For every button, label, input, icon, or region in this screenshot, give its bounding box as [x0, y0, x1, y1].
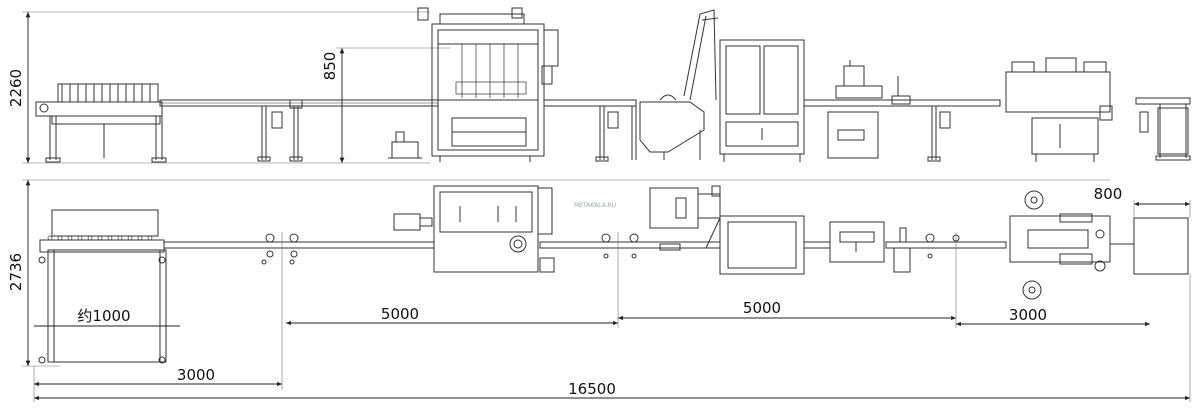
conveyor-rails-plan	[163, 233, 1007, 265]
collecting-table-plan	[1110, 217, 1189, 275]
cabinet-plan	[719, 215, 805, 275]
dim-height-side: 2260	[7, 69, 25, 107]
conveyor-1	[159, 99, 439, 162]
side-elevation	[22, 7, 1191, 164]
bottle-feeding-table	[35, 83, 167, 163]
filling-machine	[417, 7, 559, 162]
conveyor-3	[803, 60, 1001, 162]
dimension-lines	[33, 200, 1191, 402]
feeding-table-plan	[38, 209, 167, 364]
dim-table-width: 约1000	[77, 307, 130, 325]
filling-machine-plan	[393, 185, 555, 273]
dim-total-length: 16500	[568, 380, 616, 398]
labeling-machine	[1005, 57, 1113, 162]
height-dimension	[22, 11, 430, 164]
conveyor-2	[543, 99, 637, 162]
plan-view	[22, 179, 1191, 402]
dim-seg-table: 3000	[177, 366, 215, 384]
tower-capper-plan	[829, 221, 911, 273]
dim-seg-conveyor-2: 5000	[743, 299, 781, 317]
cap-elevator	[639, 9, 719, 160]
capping-cabinet	[719, 39, 805, 162]
dim-width-top: 2736	[7, 253, 25, 291]
collecting-table	[1135, 97, 1191, 161]
dim-nozzle-height: 850	[321, 52, 339, 81]
watermark: METAKALA.RU	[574, 202, 616, 209]
dim-seg-labeler: 3000	[1009, 306, 1047, 324]
width-dimension	[22, 179, 1110, 367]
pump-unit	[388, 131, 422, 159]
labeler-plan	[1009, 190, 1111, 300]
dim-seg-conveyor-1: 5000	[381, 305, 419, 323]
capper-plan	[649, 185, 721, 251]
dim-end-table: 800	[1094, 185, 1123, 203]
